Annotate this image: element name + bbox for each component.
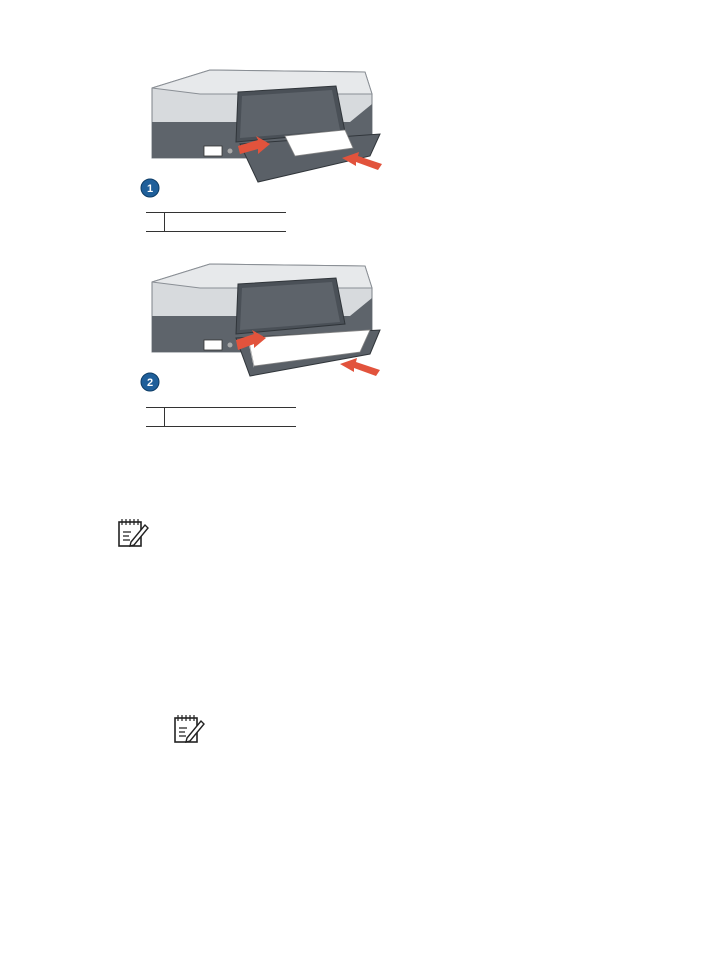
printer-illustration-2: 2	[140, 258, 390, 408]
figure-number-1: 1	[147, 183, 153, 195]
note-icon	[115, 516, 149, 550]
callout-text	[165, 213, 286, 231]
callout-number	[146, 213, 165, 231]
note-icon	[171, 712, 205, 746]
callout-table-2	[146, 407, 296, 427]
figure-number-2: 2	[147, 377, 153, 389]
callout-number	[146, 408, 165, 426]
printer-illustration-1: 1	[140, 64, 390, 214]
callout-text	[165, 408, 296, 426]
callout-table-1	[146, 212, 286, 232]
